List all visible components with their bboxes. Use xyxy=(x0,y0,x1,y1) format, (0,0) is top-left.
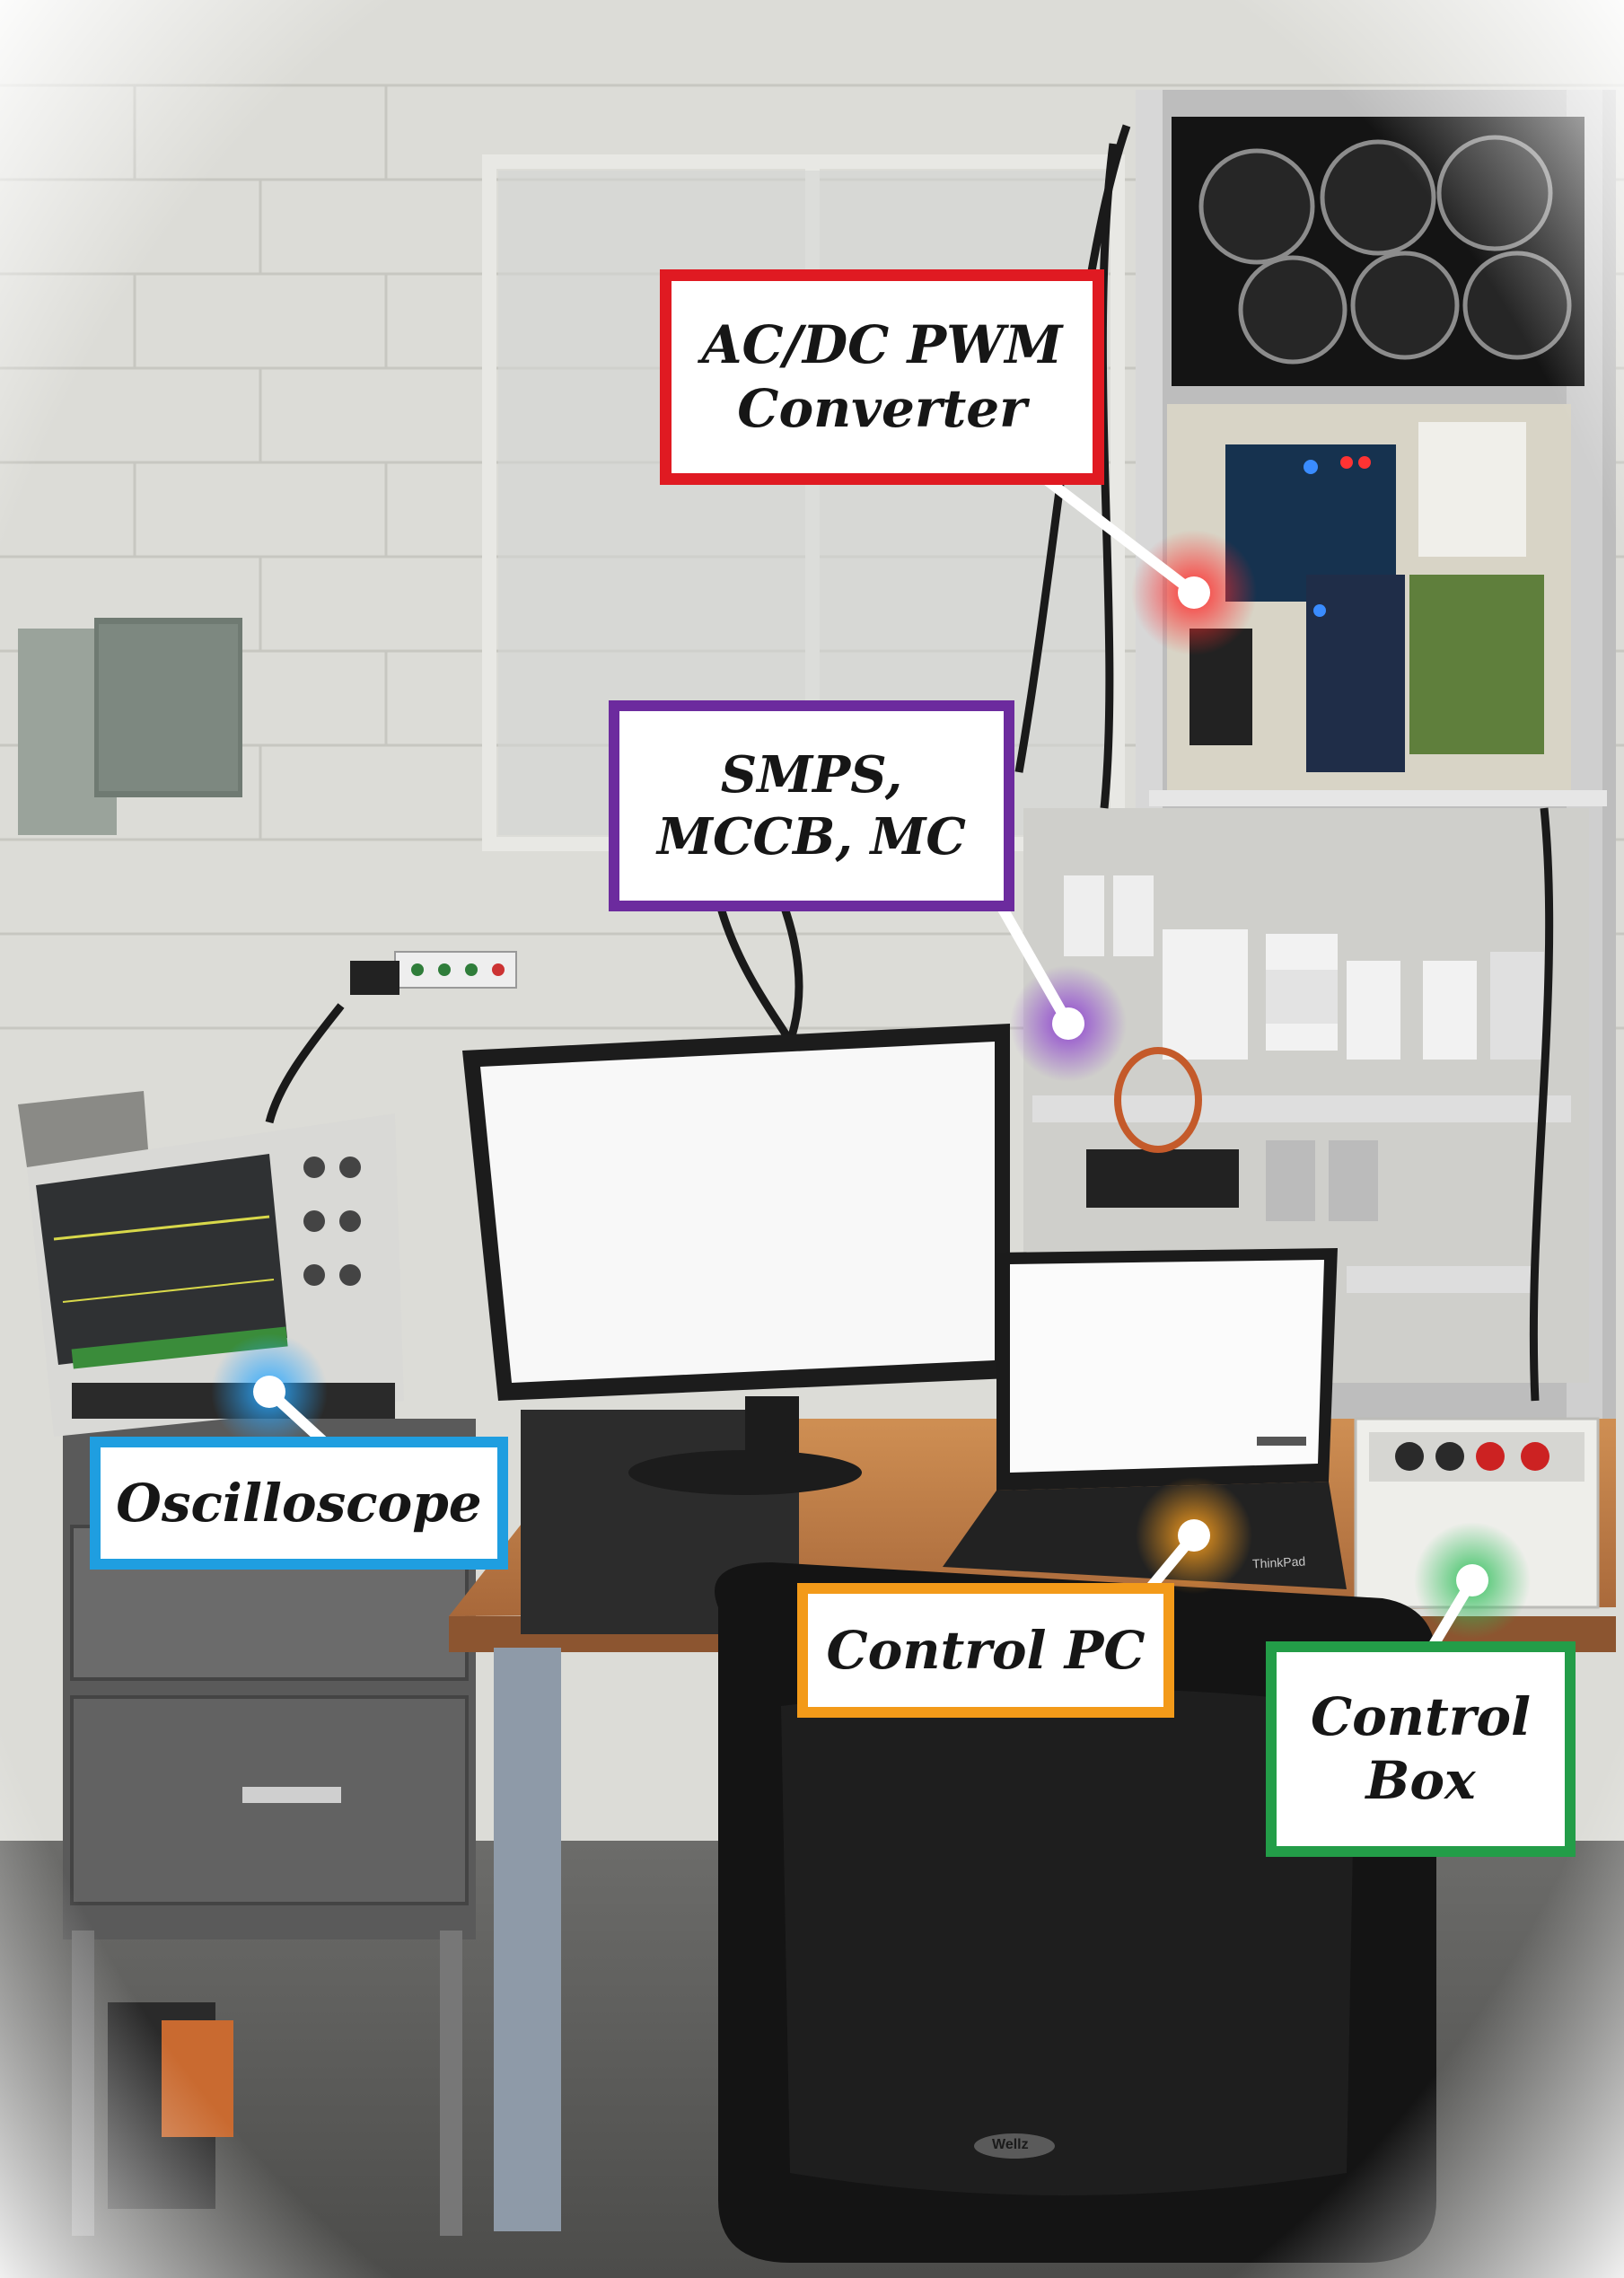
control-pc-label: Control PC xyxy=(797,1583,1174,1718)
smps-label-line1: SMPS, xyxy=(720,745,903,805)
control-pc-label-text: Control PC xyxy=(826,1619,1146,1681)
oscilloscope-label: Oscilloscope xyxy=(90,1437,508,1570)
control-box-label-line2: Box xyxy=(1365,1750,1476,1811)
acdc-label-line2: Converter xyxy=(737,378,1027,439)
oscilloscope-label-text: Oscilloscope xyxy=(116,1472,482,1534)
smps-label-line2: MCCB, MC xyxy=(656,806,966,866)
control-box-label-line1: Control xyxy=(1310,1686,1532,1748)
laptop-brand-text: ThinkPad xyxy=(1251,1553,1306,1571)
acdc-converter-label: AC/DC PWM Converter xyxy=(660,269,1104,485)
chair-logo-text: Wellz xyxy=(992,2137,1029,2152)
smps-label: SMPS, MCCB, MC xyxy=(609,700,1014,911)
control-box-label: Control Box xyxy=(1266,1641,1576,1857)
acdc-label-line1: AC/DC PWM xyxy=(701,314,1063,376)
